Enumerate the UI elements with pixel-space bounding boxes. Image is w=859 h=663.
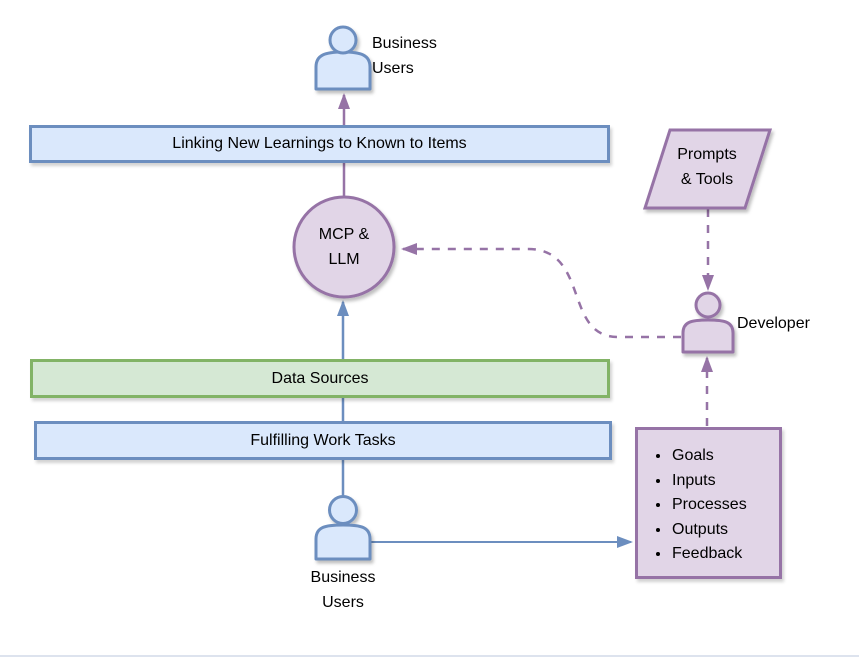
prompts-tools-parallelogram[interactable] [642,128,773,210]
prompts-tools-label: Prompts & Tools [677,146,737,188]
person-body [314,523,372,561]
goals-list-item: Feedback [671,542,779,567]
goals-list: Goals Inputs Processes Outputs Feedback [638,430,779,567]
top-business-users-label: Business Users [372,35,437,77]
data-sources-box[interactable]: Data Sources [30,359,610,398]
linking-box[interactable]: Linking New Learnings to Known to Items [29,125,610,163]
fulfilling-box[interactable]: Fulfilling Work Tasks [34,421,612,460]
linking-box-label: Linking New Learnings to Known to Items [172,135,467,152]
bottom-business-users-icon[interactable] [314,495,372,561]
mcp-llm-label: MCP & LLM [318,226,370,268]
goals-list-item: Processes [671,493,779,518]
goals-list-item: Outputs [671,518,779,543]
mcp-llm-circle[interactable] [292,195,396,299]
person-head [328,25,358,55]
arrow-developer-to-mcp[interactable] [401,243,681,339]
person-head [328,495,358,525]
goals-list-item: Goals [671,444,779,469]
developer-icon[interactable] [681,291,735,354]
person-head [694,291,722,319]
bottom-business-users-label: Business Users [310,569,376,611]
canvas-bottom-edge [0,655,859,657]
goals-box[interactable]: Goals Inputs Processes Outputs Feedback [635,427,782,579]
data-sources-label: Data Sources [271,369,369,387]
goals-list-item: Inputs [671,469,779,494]
developer-label: Developer [737,315,810,332]
person-body [681,318,735,354]
top-business-users-icon[interactable] [314,25,372,91]
fulfilling-label: Fulfilling Work Tasks [250,431,396,449]
person-body [314,50,372,91]
